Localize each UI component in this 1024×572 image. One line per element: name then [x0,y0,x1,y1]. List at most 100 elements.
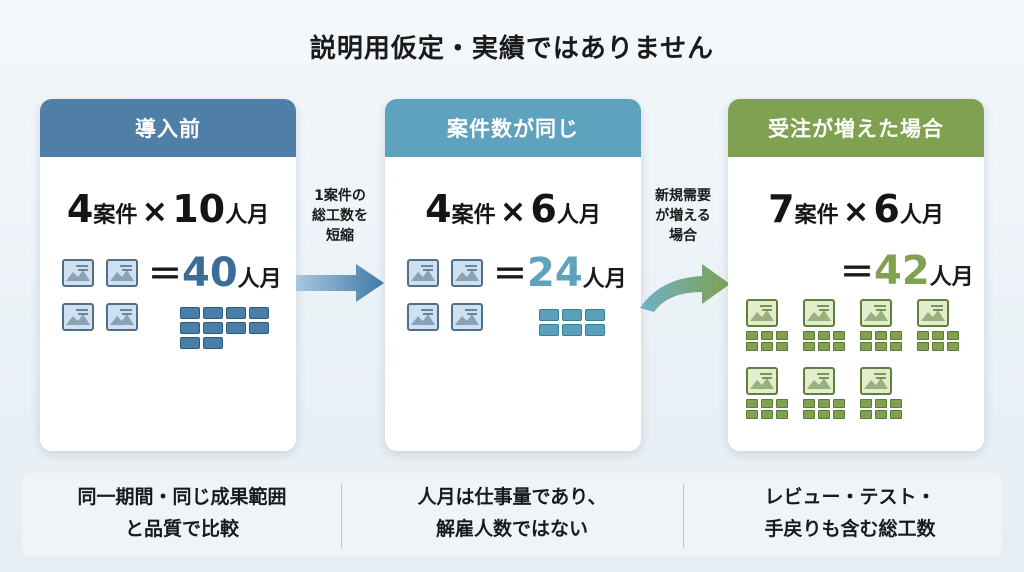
note-comparison: 同一期間・同じ成果範囲 と品質で比較 [22,481,342,545]
effort-block [875,410,887,419]
effort-block [203,307,223,319]
effort-block [249,322,269,334]
cases-unit: 案件 [794,203,839,228]
effort-block [803,410,815,419]
effort-block [746,410,758,419]
effort-block [746,399,758,408]
effort-block [890,410,902,419]
result: ＝40人月 [148,247,282,296]
cases-unit: 案件 [451,203,496,228]
result: ＝42人月 [840,245,974,294]
per-number: 6 [873,187,900,231]
effort-block [761,410,773,419]
effort-block [803,342,815,351]
result-value: 40 [182,250,238,296]
document-icon [407,259,439,287]
effort-block [761,342,773,351]
document-icon [106,303,138,331]
cases-number: 7 [768,187,795,231]
times-sign: × [842,192,870,230]
formula: 4案件×10人月 [40,187,296,231]
effort-block [562,309,582,321]
arrow-label-line: 新規需要 [655,188,711,204]
effort-block [890,399,902,408]
effort-block [860,410,872,419]
effort-blocks [860,331,902,351]
effort-block [917,342,929,351]
equals-sign: ＝ [493,255,527,295]
curved-arrow-right-icon [640,264,730,312]
note-line: 解雇人数ではない [435,518,588,540]
effort-blocks [746,331,788,351]
effort-block [180,337,200,349]
notes-panel [22,473,1002,557]
document-icon [451,259,483,287]
effort-blocks [860,399,902,419]
cases-unit: 案件 [93,203,138,228]
card-header: 受注が増えた場合 [728,99,984,157]
effort-block [761,399,773,408]
document-icon [803,367,835,395]
effort-block [932,342,944,351]
note-line: と品質で比較 [124,518,239,540]
document-icon [746,299,778,327]
effort-block [226,307,246,319]
effort-block [539,309,559,321]
effort-blocks [539,309,605,336]
effort-block [833,410,845,419]
effort-block [875,399,887,408]
effort-block [746,331,758,340]
effort-block [833,342,845,351]
result-value: 24 [527,250,583,296]
document-icon [407,303,439,331]
arrow-label-line: 1案件の [314,188,366,204]
document-icon [62,259,94,287]
result: ＝24人月 [493,247,627,296]
note-line: 手戻りも含む総工数 [764,518,936,540]
document-icon [860,367,892,395]
effort-block [818,399,830,408]
arrow-label: 新規需要 が増える 場合 [643,186,723,246]
card-before: 導入前 4案件×10人月 ＝40人月 [40,99,296,451]
document-icon [917,299,949,327]
effort-blocks [803,399,845,419]
card-more-orders: 受注が増えた場合 7案件×6人月 ＝42人月 [728,99,984,451]
effort-block [226,322,246,334]
effort-block [249,307,269,319]
arrow-label-line: 短縮 [326,228,354,244]
effort-blocks [746,399,788,419]
effort-block [860,399,872,408]
times-sign: × [499,192,527,230]
divider [341,484,342,548]
document-icon [803,299,835,327]
effort-block [803,331,815,340]
result-unit: 人月 [582,267,627,292]
arrow-label-line: が増える [655,208,711,224]
effort-block [875,342,887,351]
effort-block [818,331,830,340]
per-unit: 人月 [899,203,944,228]
times-sign: × [141,192,169,230]
note-workload: 人月は仕事量であり、 解雇人数ではない [352,481,672,545]
effort-block [818,342,830,351]
document-icon [860,299,892,327]
effort-block [776,399,788,408]
effort-block [203,322,223,334]
note-line: 同一期間・同じ成果範囲 [77,486,287,508]
per-unit: 人月 [225,203,270,228]
card-same-cases: 案件数が同じ 4案件×6人月 ＝24人月 [385,99,641,451]
formula: 7案件×6人月 [728,187,984,231]
card-header: 案件数が同じ [385,99,641,157]
page-title: 説明用仮定・実績ではありません [309,34,715,64]
arrow-label-line: 場合 [669,228,697,244]
effort-block [818,410,830,419]
document-icon [62,303,94,331]
per-number: 10 [172,187,226,231]
document-icon [746,367,778,395]
document-icon [451,303,483,331]
effort-block [917,331,929,340]
effort-block [890,342,902,351]
effort-block [203,337,223,349]
effort-block [890,331,902,340]
effort-block [180,307,200,319]
